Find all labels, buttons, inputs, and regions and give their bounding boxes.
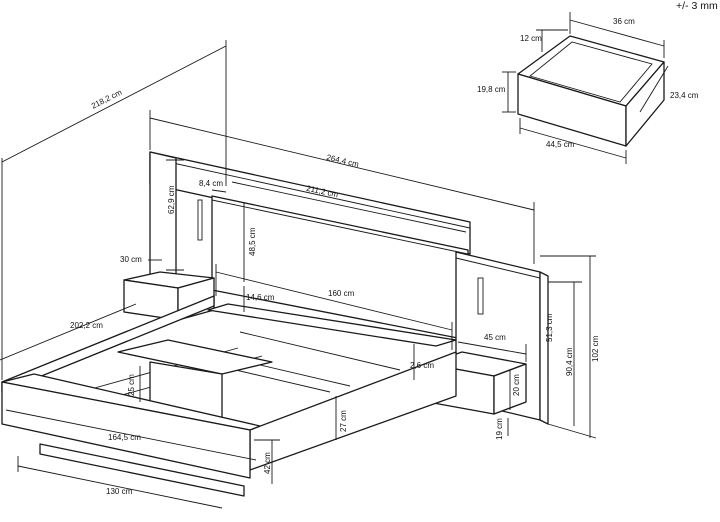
dim-line-211-2 [231,181,467,233]
right-led-strip [477,277,484,315]
headboard-left-panel [149,151,177,287]
label-19-8: 19,8 cm [477,85,506,94]
dim-line-8-4 [211,189,227,193]
label-164-5: 164,5 cm [108,433,141,442]
label-48-5: 48,5 cm [248,227,257,256]
dim-line-44-5 [519,127,627,159]
label-20: 20 cm [512,374,521,396]
label-2-6: 2,6 cm [410,361,434,370]
left-led-strip [197,199,203,241]
dim-line-202-2 [0,303,137,361]
drawer-detail [502,12,669,164]
label-12: 12 cm [520,34,542,43]
dim-line-264-4 [149,117,535,211]
dimension-labels: 36 cm 12 cm 19,8 cm 23,4 cm 44,5 cm 218,… [70,17,699,496]
label-202-2: 202,2 cm [70,321,103,330]
label-19: 19 cm [495,418,504,440]
label-102: 102 cm [591,335,600,362]
dim-line-130 [17,465,223,509]
label-51-3: 51,3 cm [545,313,554,342]
dim-line-218-2 [1,45,227,163]
dim-line-160 [215,271,453,331]
label-218-2: 218,2 cm [90,88,124,111]
dim-line-45 [457,341,527,355]
label-25: 25 cm [127,374,136,396]
label-62-9: 62,9 cm [167,185,176,214]
dim-line-164-5 [5,409,257,461]
label-160: 160 cm [328,289,355,298]
label-42: 42 cm [263,452,272,474]
main-dimension-lines [0,40,597,509]
label-90-4: 90,4 cm [565,347,574,376]
left-nightstand [123,271,215,321]
label-130: 130 cm [106,487,133,496]
bed-frame [1,295,457,497]
label-27: 27 cm [339,410,348,432]
head-rail [207,303,457,347]
dim-line-36 [569,19,665,47]
label-264-4: 264,4 cm [326,153,360,169]
foot-rail-front [1,381,251,479]
drawer-inner-rim [529,41,653,103]
tolerance-label: +/- 3 mm [676,0,718,12]
label-45: 45 cm [484,333,506,342]
label-23-4: 23,4 cm [670,91,699,100]
label-14-6: 14,6 cm [246,293,275,302]
label-36: 36 cm [613,17,635,26]
label-44-5: 44,5 cm [546,140,575,149]
label-30: 30 cm [120,255,142,264]
dim-line-23-4 [639,65,669,113]
label-8-4: 8,4 cm [199,179,223,188]
